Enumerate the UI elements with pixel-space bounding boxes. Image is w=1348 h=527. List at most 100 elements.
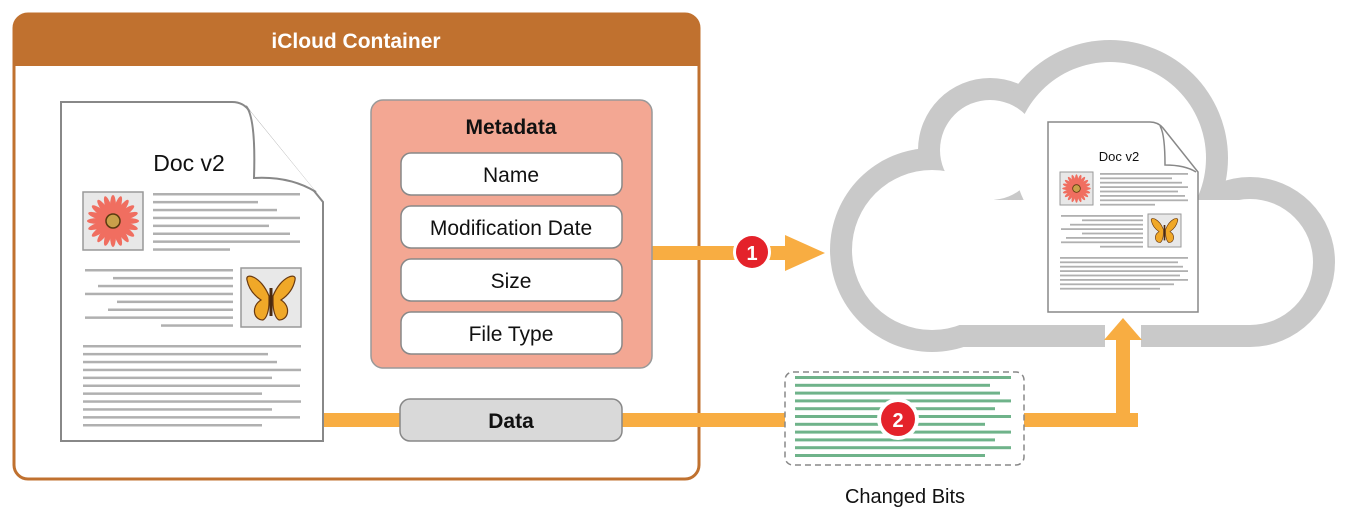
wing [1150, 218, 1164, 243]
line [1100, 186, 1188, 188]
local-doc-title: Doc v2 [153, 150, 225, 176]
page-fold [245, 105, 317, 193]
line [153, 224, 269, 228]
line [83, 384, 300, 387]
petal [1077, 190, 1086, 201]
petal [1078, 179, 1089, 188]
petal [1067, 176, 1076, 187]
line [85, 292, 233, 296]
line [161, 324, 233, 327]
line [153, 232, 290, 235]
petal [1078, 189, 1089, 198]
flower-image [1059, 171, 1094, 206]
petal [1078, 188, 1091, 194]
line [1061, 241, 1143, 244]
petal [103, 224, 113, 246]
metadata-arrow-line [652, 246, 792, 260]
petal [1067, 190, 1076, 201]
data-to-bits-line [620, 413, 786, 427]
data-box: Data [399, 398, 623, 442]
petal [116, 205, 135, 220]
line [1100, 190, 1178, 193]
svg-text:Name: Name [483, 164, 539, 187]
svg-text:Modification Date: Modification Date [430, 217, 592, 240]
svg-text:2: 2 [892, 410, 903, 432]
line [1100, 195, 1185, 197]
svg-text:File Type: File Type [469, 323, 554, 346]
line [1100, 203, 1155, 206]
petal [103, 196, 113, 218]
metadata-title: Metadata [465, 116, 556, 139]
line [795, 383, 990, 387]
doc-to-data-line [322, 413, 402, 427]
wing [246, 275, 270, 321]
flower-center [105, 213, 121, 229]
petal [97, 199, 112, 218]
line [1100, 245, 1143, 248]
line [1066, 237, 1143, 239]
petal [88, 211, 110, 221]
line [1082, 232, 1143, 235]
line [153, 248, 230, 251]
line [1060, 274, 1180, 277]
line [1100, 173, 1188, 175]
line [153, 193, 300, 196]
petal [113, 196, 123, 218]
line [83, 360, 277, 364]
line [108, 308, 233, 311]
line [1060, 287, 1160, 290]
line [83, 345, 301, 348]
line [795, 391, 1000, 395]
petal [1064, 179, 1075, 188]
petal [91, 222, 110, 237]
metadata-field-file-type: File Type [400, 311, 623, 355]
body [1163, 225, 1166, 241]
wing [1165, 218, 1179, 243]
metadata-panel: Metadata Name Modification Date Size Fil… [370, 99, 653, 369]
line [113, 276, 233, 280]
line [153, 240, 300, 243]
petal [91, 205, 110, 220]
flower-center [1072, 184, 1081, 193]
line [83, 368, 301, 372]
line [1070, 223, 1143, 226]
petal [114, 199, 129, 218]
petal [116, 221, 138, 231]
line [795, 446, 1011, 450]
petal [1064, 189, 1075, 198]
text-lines [83, 193, 301, 427]
container-title: iCloud Container [271, 30, 440, 53]
petal [97, 224, 112, 243]
line [1061, 228, 1143, 230]
line [1100, 181, 1182, 184]
text-lines [1060, 173, 1188, 290]
line [1060, 279, 1188, 281]
line [117, 300, 233, 304]
line [83, 392, 262, 395]
wing [272, 275, 296, 321]
local-document: Doc v2 [60, 101, 324, 442]
line [1061, 215, 1143, 217]
metadata-field-modification-date: Modification Date [400, 205, 623, 249]
line [1082, 219, 1143, 222]
line [795, 376, 1011, 379]
svg-text:Size: Size [491, 270, 532, 293]
step-2-badge: 2 [877, 398, 919, 440]
line [1060, 265, 1183, 268]
petal [1077, 176, 1086, 187]
cloud-arrow-line [1116, 338, 1130, 427]
line [83, 352, 268, 356]
metadata-field-size: Size [400, 258, 623, 302]
line [83, 376, 272, 380]
changed-bits-label: Changed Bits [845, 486, 965, 508]
svg-text:1: 1 [746, 243, 757, 265]
cloud-arrowhead [1104, 318, 1142, 340]
step-1-badge: 1 [733, 233, 771, 271]
line [1100, 177, 1172, 180]
petal [1071, 190, 1077, 203]
metadata-field-name: Name [400, 152, 623, 196]
line [83, 424, 262, 427]
flower-image [82, 191, 144, 251]
line [98, 284, 233, 288]
petal [1071, 174, 1077, 187]
